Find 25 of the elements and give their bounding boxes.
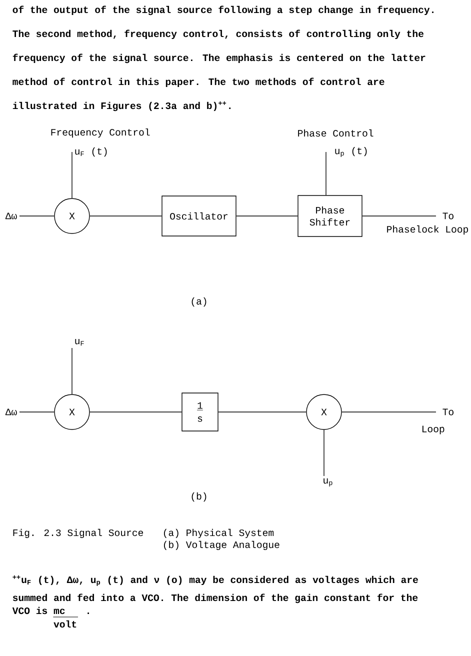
fraction-denominator: volt	[54, 620, 76, 628]
fraction-numerator: mc	[54, 608, 65, 614]
signal-label: u$_{F}$	[75, 338, 84, 346]
input-label: Δω	[5, 212, 17, 220]
signal-label: u$_{F}$ (t)	[75, 147, 107, 157]
caption-text: (b) Voltage Analogue	[164, 540, 280, 550]
heading-text: Frequency Control	[51, 128, 150, 138]
output-label: Phaselock Loop	[387, 225, 468, 235]
block-box: Oscillator	[162, 196, 236, 236]
figure-caption: Fig. 2.3 Signal Source	[13, 528, 144, 538]
input-label: Δω	[5, 408, 17, 416]
signal-label: u$_{p}$ (t)	[335, 147, 367, 158]
output-label: Loop	[422, 426, 444, 434]
punctuation-mark: .	[88, 612, 89, 614]
output-label: To	[442, 212, 454, 220]
block-box: Phase Shifter	[298, 195, 362, 237]
signal-label: u$_{p}$	[324, 478, 332, 486]
subfigure-label: (b)	[192, 492, 206, 502]
subfigure-label: (a)	[192, 297, 206, 307]
output-label: To	[442, 408, 454, 416]
caption-text: (a) Physical System	[164, 528, 274, 538]
footnote-text: VCO is	[12, 606, 48, 614]
heading-text: Phase Control	[298, 129, 374, 137]
body-text: of the output of the signal source following a step change in frequency. The second method, frequency control, consists of controlling only the frequency of the signal source. The emphasis is centered on the latter method of control in this paper. The two methods of control are illustrated in Figures (2.3a and b)$^{++}$.	[12, 6, 434, 112]
integrator-box: 1 s	[182, 392, 218, 432]
